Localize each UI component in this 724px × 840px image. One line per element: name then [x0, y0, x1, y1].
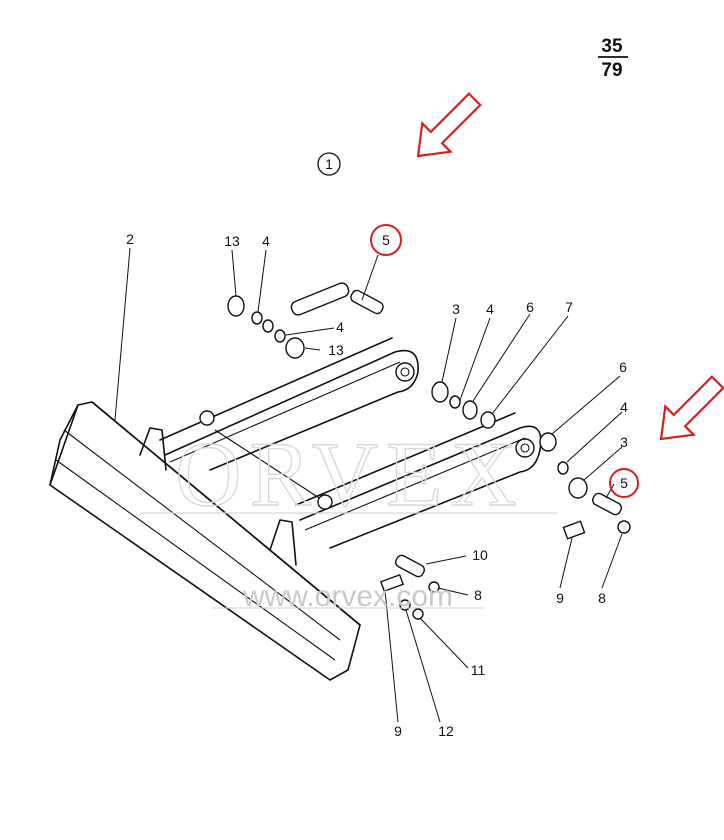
dozer-blade [49, 401, 361, 681]
callout-label: 13 [328, 342, 344, 358]
push-frame [159, 337, 542, 549]
callout-label: 5 [620, 475, 628, 491]
highlight-circle [609, 468, 639, 498]
callout-label: 4 [620, 399, 628, 415]
view-marker-label: 1 [325, 156, 333, 172]
page-number: 35 79 [598, 36, 628, 81]
callout-label: 6 [619, 359, 627, 375]
pin-assembly-upper [227, 282, 384, 359]
red-arrow-icon [659, 375, 724, 441]
callout-label: 3 [620, 434, 628, 450]
callout-labels: 2 13 4 5 4 13 3 4 6 7 6 4 3 5 9 8 10 8 1… [126, 224, 639, 739]
callout-label: 12 [438, 723, 454, 739]
red-arrow-icon [416, 92, 482, 158]
pin-assembly-right [431, 381, 631, 540]
callout-label: 2 [126, 231, 134, 247]
callout-label: 9 [394, 723, 402, 739]
callout-label: 9 [556, 590, 564, 606]
leader-lines [114, 247, 623, 723]
pin-assembly-lower [379, 554, 440, 620]
callout-label: 13 [224, 233, 240, 249]
callout-label: 4 [486, 301, 494, 317]
callout-label: 7 [565, 299, 573, 315]
callout-label: 6 [526, 299, 534, 315]
page-number-current: 35 [601, 36, 623, 57]
view-marker: 1 [317, 152, 341, 176]
callout-label: 3 [452, 301, 460, 317]
highlight-circle [370, 224, 402, 256]
callout-label: 4 [262, 233, 270, 249]
callout-label: 4 [336, 319, 344, 335]
callout-label: 8 [474, 587, 482, 603]
callout-label: 11 [471, 662, 486, 678]
callout-label: 10 [472, 547, 488, 563]
page-number-total: 79 [601, 60, 622, 81]
watermark-brand: ORVEX [175, 423, 525, 525]
callout-label: 5 [382, 232, 390, 248]
callout-label: 8 [598, 590, 606, 606]
watermark: ORVEX www.orvex.com [140, 422, 558, 613]
